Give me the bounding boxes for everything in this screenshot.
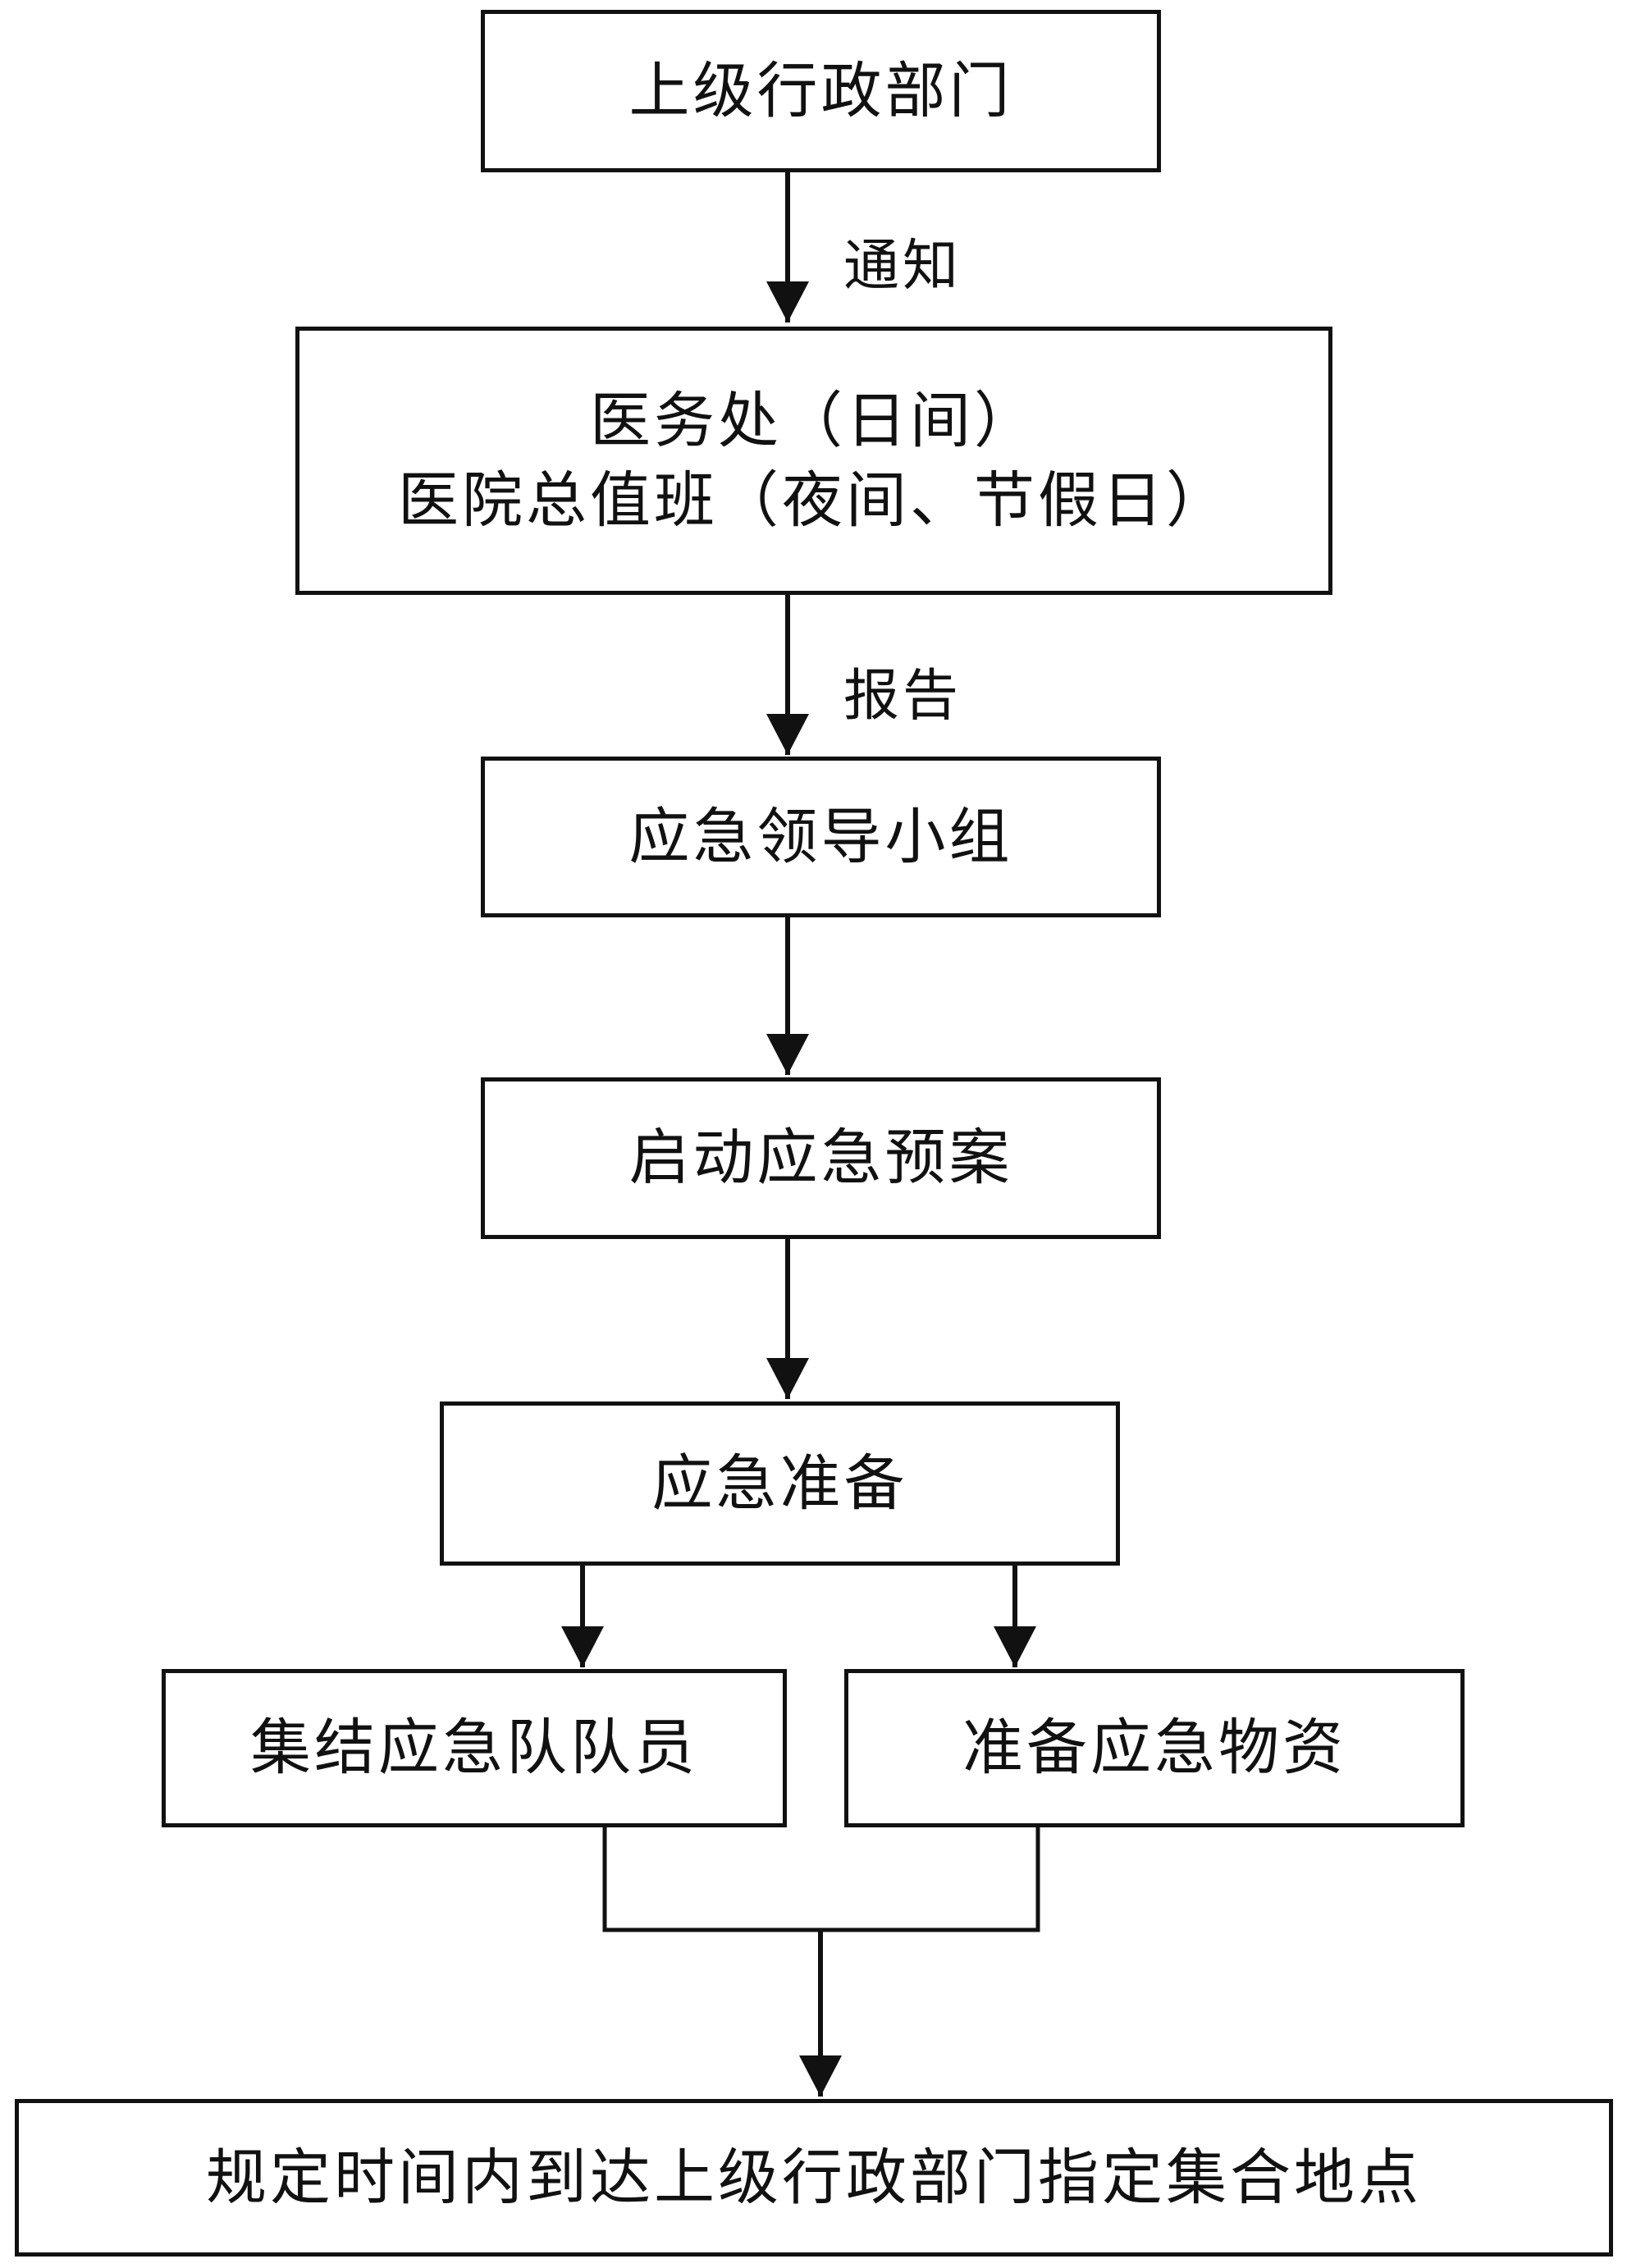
merge-connector: [602, 1827, 1040, 1932]
edge-label-notify: 通知: [843, 234, 962, 299]
node-prepare-supplies: 准备应急物资: [844, 1669, 1465, 1827]
node-start-plan: 启动应急预案: [481, 1077, 1161, 1239]
node-medical-office-line2: 医院总值班（夜间、节假日）: [398, 464, 1230, 536]
node-arrive-location: 规定时间内到达上级行政部门指定集合地点: [15, 2099, 1613, 2257]
node-superior-dept-label: 上级行政部门: [628, 55, 1013, 126]
node-arrive-location-label: 规定时间内到达上级行政部门指定集合地点: [206, 2142, 1422, 2213]
node-start-plan-label: 启动应急预案: [628, 1123, 1013, 1194]
node-leading-group: 应急领导小组: [481, 757, 1161, 917]
node-superior-dept: 上级行政部门: [481, 10, 1161, 172]
node-assemble-team-label: 集结应急队队员: [250, 1712, 698, 1784]
node-medical-office-line1: 医务处（日间）: [590, 386, 1038, 457]
node-emergency-prep: 应急准备: [440, 1401, 1120, 1566]
node-medical-office: 医务处（日间） 医院总值班（夜间、节假日）: [295, 327, 1332, 595]
node-prepare-supplies-label: 准备应急物资: [962, 1712, 1346, 1784]
node-leading-group-label: 应急领导小组: [628, 801, 1013, 872]
node-assemble-team: 集结应急队队员: [162, 1669, 787, 1827]
edge-label-report: 报告: [843, 664, 962, 729]
node-emergency-prep-label: 应急准备: [651, 1447, 908, 1519]
